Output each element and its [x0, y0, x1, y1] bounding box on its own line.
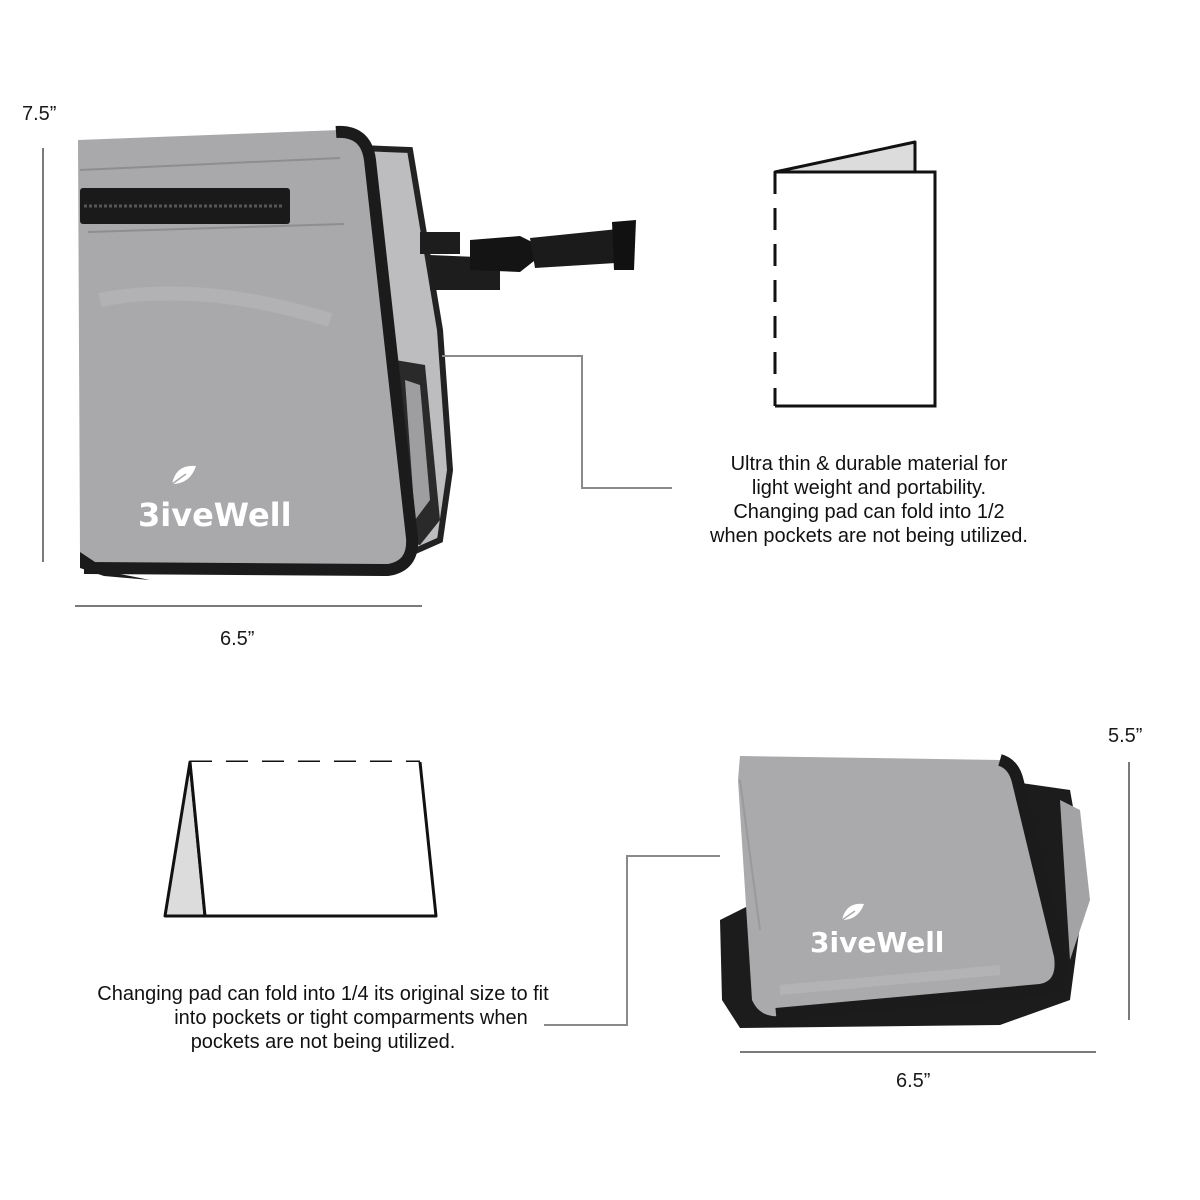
folded-pad-quarter-photo: 3iveWell — [720, 754, 1090, 1028]
caption-line: light weight and portability. — [751, 477, 987, 499]
brand-logo-top: 3iveWell — [138, 465, 292, 534]
tent-fold-card-icon — [163, 760, 438, 918]
caption-line: Changing pad can fold into 1/2 — [733, 501, 1005, 523]
caption-quarter-fold: Changing pad can fold into 1/4 its origi… — [40, 982, 606, 1054]
svg-text:3iveWell: 3iveWell — [810, 926, 944, 959]
caption-line: into pockets or tight comparments when — [174, 1007, 528, 1029]
half-fold-booklet-icon — [773, 140, 937, 408]
caption-line: pockets are not being utilized. — [190, 1031, 456, 1053]
leader-line-bottom — [544, 855, 720, 1026]
caption-line: Changing pad can fold into 1/4 its origi… — [97, 983, 549, 1005]
height-label-bottom: 5.5” — [1108, 725, 1143, 747]
strap-buckle-icon — [420, 220, 636, 290]
caption-half-fold: Ultra thin & durable material for light … — [662, 452, 1076, 548]
caption-line: when pockets are not being utilized. — [710, 525, 1028, 547]
folded-pad-half-photo: 3iveWell — [78, 125, 636, 580]
width-label-bottom: 6.5” — [896, 1070, 931, 1092]
svg-text:3iveWell: 3iveWell — [138, 496, 292, 534]
caption-line: Ultra thin & durable material for — [730, 453, 1008, 475]
leader-line-top — [442, 355, 672, 489]
height-label-top: 7.5” — [22, 103, 57, 125]
zipper-pocket-icon — [80, 188, 345, 233]
width-label-top: 6.5” — [220, 628, 255, 650]
brand-logo-bottom: 3iveWell — [810, 903, 944, 959]
